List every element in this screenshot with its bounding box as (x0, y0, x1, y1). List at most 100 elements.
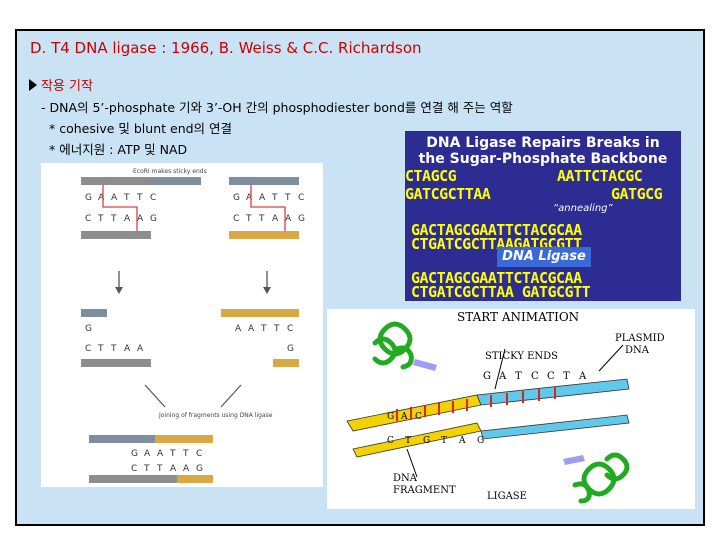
ligase-animation-diagram: START ANIMATION STICKY ENDS PLASMID DNA … (346, 310, 665, 504)
base-letter: T (245, 214, 252, 224)
base-letter: T (110, 214, 117, 224)
base-letter: A (248, 324, 255, 334)
seq-row-1-left: CTAGCG (405, 167, 457, 185)
pointer-arrow (494, 348, 506, 390)
base-letter: C (196, 449, 202, 459)
bullet-line-1: - DNA의 5’-phosphate 기와 3’-OH 간의 phosphod… (41, 100, 513, 115)
base-letter: C (85, 344, 91, 354)
ligase-header-1: DNA Ligase Repairs Breaks in (426, 135, 660, 151)
plasmid-label: PLASMID (615, 333, 665, 344)
base-letter: T (182, 449, 189, 459)
base-letter: T (110, 344, 117, 354)
base-letter: T (123, 193, 130, 203)
seq-row-3: GACTAGCGAATTCTACGCAA (411, 221, 582, 239)
pointer-arrow (406, 448, 418, 478)
slide-title: D. T4 DNA ligase : 1966, B. Weiss & C.C.… (30, 39, 422, 57)
pointer-arrow (598, 344, 624, 372)
base-letter: G (483, 371, 491, 382)
base-letter: G (196, 464, 203, 474)
ligase-header-2: the Sugar-Phosphate Backbone (418, 151, 668, 167)
base-ticks (396, 387, 556, 421)
base-letter: T (97, 214, 104, 224)
base-letter: A (458, 436, 466, 446)
base-letter: C (85, 214, 91, 224)
seq-row-6: CTGATCGCTTAA GATGCGTT (411, 283, 591, 301)
base-letter: C (131, 464, 137, 474)
section-heading: 작용 기작 (29, 75, 93, 94)
arrow-join-right (220, 384, 242, 408)
cut-line-right (250, 185, 286, 231)
base-letter: A (498, 371, 507, 382)
base-letter: A (170, 464, 177, 474)
join-caption: Joining of fragments using DNA ligase (158, 412, 273, 419)
dna-strand-yellow-top (346, 394, 482, 432)
atp-wedge (563, 455, 585, 465)
strand-segment (81, 177, 151, 185)
base-letter: G (477, 436, 484, 446)
base-letter: T (169, 449, 176, 459)
arrow-head (263, 287, 271, 294)
base-letter: A (98, 193, 105, 203)
base-letter: C (150, 193, 156, 203)
dna-ligase-label: DNA Ligase (497, 247, 591, 267)
strand-segment (151, 177, 201, 185)
sticky-ends-label: STICKY ENDS (485, 351, 558, 362)
base-letter: G (85, 193, 92, 203)
base-letter: T (271, 193, 278, 203)
base-letter: T (136, 193, 143, 203)
seq-row-2-right: GATGCG (611, 185, 663, 203)
base-letter: C (415, 412, 422, 422)
base-letter: T (515, 371, 522, 382)
joined-strand (155, 435, 213, 443)
joined-strand (89, 435, 155, 443)
plasmid-label-2: DNA (625, 345, 650, 356)
base-letter: G (298, 214, 305, 224)
dna-fragment-label: DNA (393, 473, 418, 484)
base-letter: G (85, 324, 92, 334)
base-letter: C (233, 214, 239, 224)
base-letter: C (287, 324, 293, 334)
base-letter: G (387, 412, 394, 422)
fragment-strand (81, 359, 151, 367)
base-letter: A (124, 214, 131, 224)
cut-line-left (102, 185, 138, 231)
base-letter: A (183, 464, 190, 474)
base-letter: A (578, 371, 587, 382)
joined-strand (177, 475, 213, 483)
triangle-bullet-icon (29, 79, 37, 91)
bullet-line-2: * cohesive 및 blunt end의 연결 (49, 121, 233, 136)
annealing-label: “annealing” (553, 203, 613, 214)
base-letter: A (144, 449, 151, 459)
seq-row-2-left: GATCGCTTAA (405, 185, 491, 203)
base-letter: A (400, 412, 408, 422)
base-letter: A (157, 449, 164, 459)
base-letter: C (387, 436, 394, 446)
base-letter: C (547, 371, 555, 382)
arrow-join-left (144, 384, 166, 408)
base-letter: T (563, 371, 570, 382)
ligase-protein-icon (572, 452, 630, 504)
base-letter: T (441, 436, 447, 446)
section-heading-text: 작용 기작 (41, 79, 93, 94)
seq-row-5: GACTAGCGAATTCTACGCAA (411, 269, 582, 287)
arrow-head (115, 287, 123, 294)
dna-fragment-label-2: FRAGMENT (393, 485, 456, 496)
ligase-animation-figure: START ANIMATION STICKY ENDS PLASMID DNA … (327, 309, 695, 509)
base-letter: T (143, 464, 150, 474)
base-letter: C (298, 193, 304, 203)
base-letter: A (272, 214, 279, 224)
dna-strand-blue-top (476, 378, 630, 406)
start-animation-label: START ANIMATION (457, 310, 579, 324)
base-letter: T (258, 214, 265, 224)
